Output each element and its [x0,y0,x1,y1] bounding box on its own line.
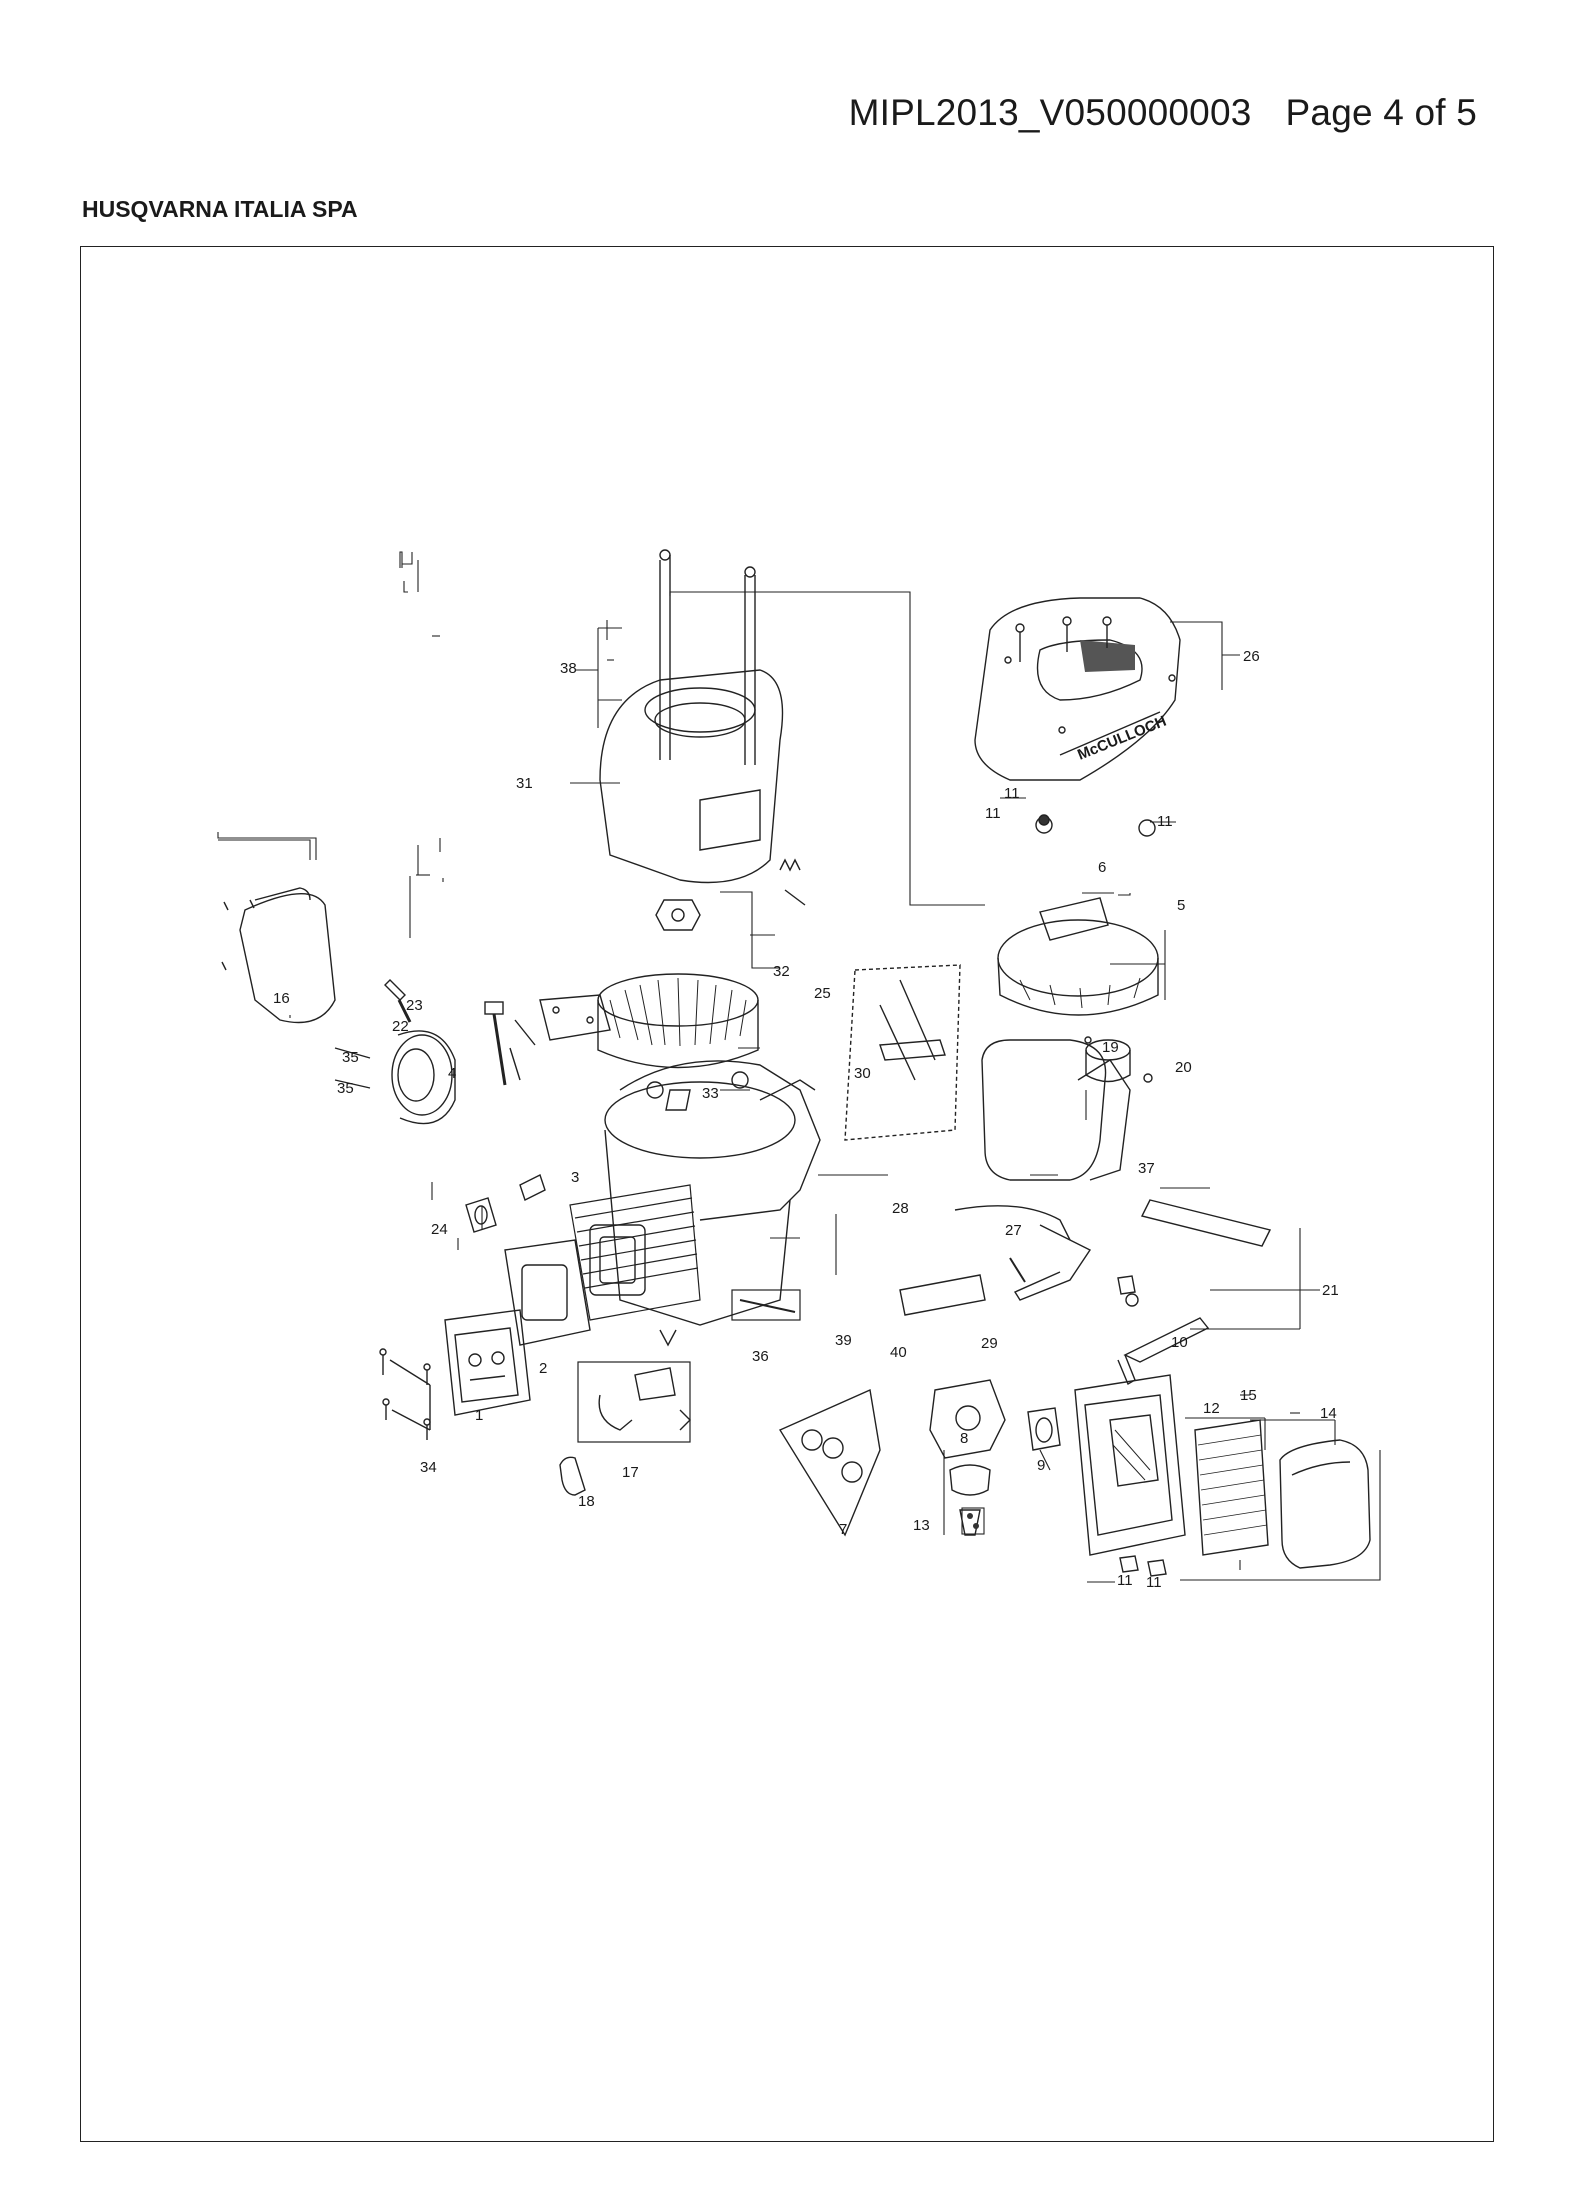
callout-18: 18 [578,1493,595,1510]
part-32-flywheel [597,899,759,1111]
callout-22: 22 [392,1018,409,1035]
callout-35-bottom: 35 [337,1080,354,1097]
part-7-gasket-kit [778,1388,881,1537]
part-18-plug-cap [559,1456,586,1496]
callout-6: 6 [1098,859,1106,876]
part-17-ignition-coil [577,1361,691,1443]
callout-11-bottom-right: 11 [1146,1574,1162,1591]
callout-12: 12 [1203,1400,1220,1417]
callout-38: 38 [560,660,577,677]
callout-26: 26 [1243,648,1260,665]
callout-9: 9 [1037,1457,1045,1474]
part-30-bracket [539,994,611,1041]
callout-24: 24 [431,1221,448,1238]
callout-5: 5 [1177,897,1185,914]
callout-23: 23 [406,997,423,1014]
callout-4: 4 [448,1065,456,1082]
part-25-governor-linkage [844,964,961,1141]
callout-3: 3 [571,1169,579,1186]
callout-11-right: 11 [1157,813,1173,830]
callout-29: 29 [981,1335,998,1352]
part-15-filter-element [1194,1419,1269,1556]
callout-20: 20 [1175,1059,1192,1076]
leader-lines [217,551,1381,1583]
callout-21: 21 [1322,1282,1339,1299]
callout-7: 7 [839,1521,847,1538]
part-34-bolts [379,1348,431,1440]
callout-36: 36 [752,1348,769,1365]
callout-11-left: 11 [985,805,1001,822]
cover-logo-text: McCULLOCH [1075,713,1169,764]
part-13-jet [961,1507,985,1535]
document-id: MIPL2013_V050000003 Page 4 of 5 [849,92,1477,134]
part-35-studs [334,1047,371,1089]
callout-19: 19 [1102,1039,1119,1056]
part-2-gasket [504,1239,591,1346]
callout-35-top: 35 [342,1049,359,1066]
callout-labels: 1 2 3 4 5 6 7 8 9 10 11 11 11 11 11 12 1… [273,648,1339,1591]
part-4-dipstick [484,1001,546,1201]
callout-17: 17 [622,1464,639,1481]
page-number: Page 4 of 5 [1285,92,1477,133]
callout-33: 33 [702,1085,719,1102]
callout-8: 8 [960,1430,968,1447]
callout-11-top: 11 [1004,785,1020,802]
callout-15: 15 [1240,1387,1257,1404]
callout-37: 37 [1138,1160,1155,1177]
callout-2: 2 [539,1360,547,1377]
callout-10: 10 [1171,1334,1188,1351]
part-3-engine-block [569,1060,821,1347]
part-24-gasket [465,1197,497,1233]
part-1-muffler [444,1309,531,1416]
part-36-rod [731,1289,801,1321]
diagram-frame [80,246,1494,2142]
part-37-bracket [1140,1199,1272,1247]
callout-25: 25 [814,985,831,1002]
callout-1: 1 [475,1407,483,1424]
callout-40: 40 [890,1344,907,1361]
callout-34: 34 [420,1459,437,1476]
callout-28: 28 [892,1200,909,1217]
callout-13: 13 [913,1517,930,1534]
part-31-blower-housing [599,549,806,906]
callout-27: 27 [1005,1222,1022,1239]
callout-31: 31 [516,775,533,792]
document-code: MIPL2013_V050000003 [848,92,1252,133]
part-9-gasket [1027,1407,1061,1451]
callout-16: 16 [273,990,290,1007]
callout-32: 32 [773,963,790,980]
callout-30: 30 [854,1065,871,1082]
callout-39: 39 [835,1332,852,1349]
part-11-nuts [1117,1275,1167,1577]
part-10-crank [1117,1293,1210,1386]
part-29-carburetor [929,1379,1006,1536]
part-5-recoil-starter [997,814,1159,1016]
part-26-top-cover: McCULLOCH [974,597,1181,781]
part-26-logo: McCULLOCH [1075,713,1169,764]
callout-11-bottom-left: 11 [1117,1572,1133,1589]
part-23-cover [384,979,456,1125]
part-14-filter-cover [1279,1439,1371,1569]
part-12-air-filter-base [1074,1374,1186,1556]
company-name: HUSQVARNA ITALIA SPA [82,196,358,222]
callout-14: 14 [1320,1405,1337,1422]
part-16-muffler-guard [221,887,336,1024]
part-28-throttle-lever [899,1205,1092,1316]
part-20-fuel-tank [981,1036,1153,1181]
